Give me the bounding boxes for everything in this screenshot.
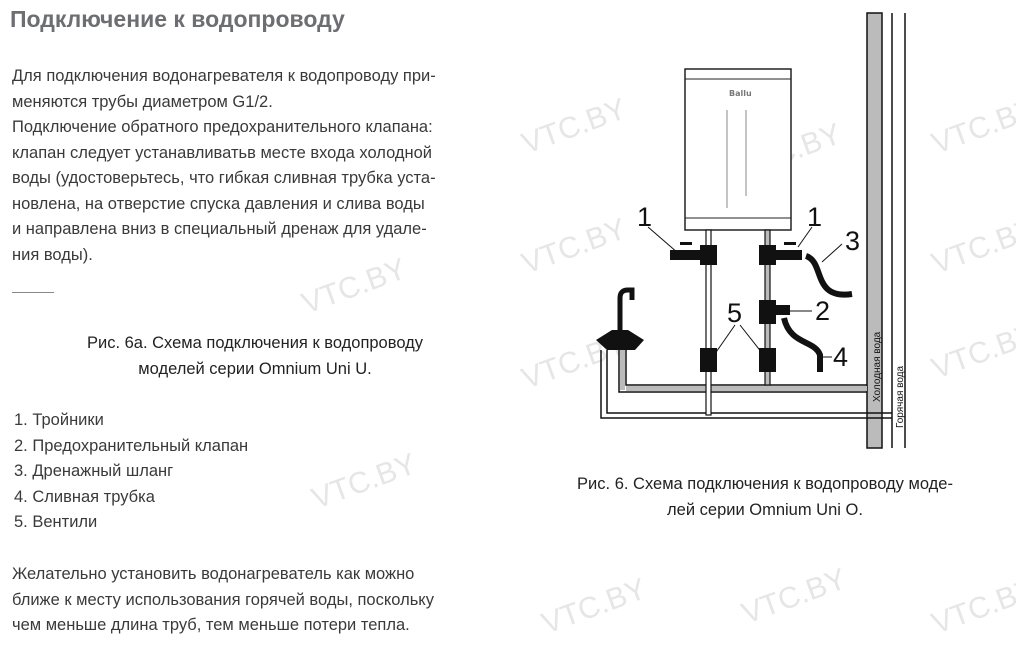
tee-fitting — [759, 245, 776, 265]
valve — [776, 250, 802, 260]
text-line: чем меньше длина труб, тем меньше потери… — [12, 616, 410, 634]
text-line: и направлена вниз в специальный дренаж д… — [12, 220, 427, 238]
caption-line: лей серии Omnium Uni O. — [667, 501, 863, 519]
list-item: 5. Вентили — [14, 513, 98, 531]
callout-3: 3 — [845, 226, 860, 256]
faucet-base — [596, 330, 644, 350]
cold-water-riser — [866, 12, 883, 449]
figure-6a-caption: Рис. 6а. Схема подключения к водопроводу… — [20, 330, 490, 382]
hot-pipe — [600, 350, 892, 419]
list-item: 1. Тройники — [14, 411, 104, 429]
callout-1: 1 — [637, 202, 652, 232]
text-line: Для подключения водонагревателя к водопр… — [12, 67, 436, 85]
figure-6-caption: Рис. 6. Схема подключения к водопроводу … — [525, 471, 1005, 523]
cold-pipe-fill — [626, 386, 867, 391]
tee-fitting — [700, 245, 717, 265]
text-line: клапан следует устанавливатьв месте вход… — [12, 143, 433, 162]
outro-paragraph: Желательно установить водонагреватель ка… — [12, 562, 434, 639]
page-title: Подключение к водопроводу — [10, 6, 345, 32]
intro-paragraph: Для подключения водонагревателя к водопр… — [12, 64, 436, 268]
list-item: 4. Сливная трубка — [14, 487, 155, 506]
cold-water-label: Холодная вода — [872, 331, 883, 402]
hot-water-label: Горячая вода — [895, 365, 906, 428]
callout-4: 4 — [833, 342, 848, 372]
caption-line: Рис. 6а. Схема подключения к водопроводу — [86, 334, 424, 352]
drain-tube — [781, 317, 823, 372]
text-line: ния воды). — [12, 245, 93, 264]
list-item: 2. Предохранительный клапан — [14, 436, 249, 455]
text-line: Желательно установить водонагреватель ка… — [12, 565, 415, 583]
text-line: воды (удостоверьтесь, что гибкая сливная… — [12, 169, 436, 187]
text-line: новлена, на отверстие спуска давления и … — [12, 194, 425, 213]
leader-lines — [647, 226, 843, 359]
caption-line: моделей серии Omnium Uni U. — [138, 360, 372, 378]
callout-2: 2 — [815, 296, 830, 326]
callout-5: 5 — [727, 298, 742, 328]
shutoff-valve — [700, 348, 717, 372]
text-line: ближе к месту использования горячей воды… — [12, 590, 434, 609]
divider — [12, 292, 54, 293]
list-item: 3. Дренажный шланг — [14, 462, 174, 480]
cold-pipe — [618, 350, 867, 393]
callout-1: 1 — [807, 202, 822, 232]
safety-valve — [759, 300, 776, 324]
water-heater — [684, 68, 792, 231]
hot-outlet-pipe — [705, 229, 712, 416]
cold-pipe-fill — [620, 350, 625, 390]
drain-hose — [804, 253, 853, 298]
valve — [670, 250, 700, 260]
text-line: Подключение обратного предохранительного… — [12, 118, 433, 136]
caption-line: Рис. 6. Схема подключения к водопроводу … — [577, 475, 953, 493]
faucet — [617, 287, 635, 340]
text-line: меняются трубы диаметром G1/2. — [12, 92, 273, 111]
brand-logo: Ballu — [729, 89, 752, 98]
legend-list: 1. Тройники 2. Предохранительный клапан … — [14, 408, 248, 536]
